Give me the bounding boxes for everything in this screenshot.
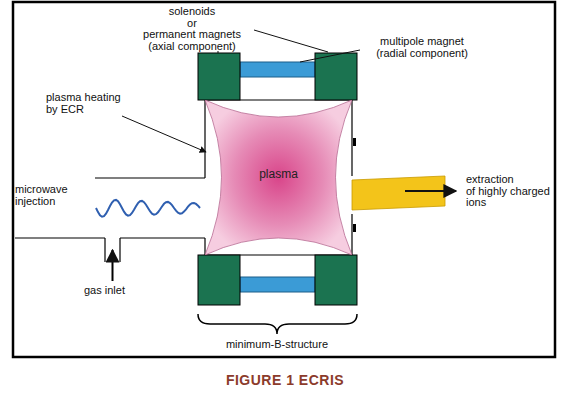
multipole-magnet <box>240 62 315 77</box>
gas-arrow <box>112 250 114 281</box>
solenoid-block <box>315 53 357 100</box>
multipole-magnet <box>240 277 315 292</box>
input-label: gas inlet <box>84 285 154 297</box>
solenoid-block <box>198 255 240 305</box>
input-label: microwave injection <box>15 184 95 207</box>
waveguide-wall <box>15 237 105 238</box>
ion-beam <box>352 176 445 210</box>
wall-mark <box>353 224 356 232</box>
frame <box>13 2 555 357</box>
waveguide-wall <box>120 237 205 238</box>
gas-pipe <box>119 238 120 262</box>
chamber-wall <box>351 214 352 255</box>
chamber-wall <box>204 100 205 178</box>
brace <box>198 314 357 334</box>
wall-mark <box>353 138 356 146</box>
solenoid-block <box>198 53 240 100</box>
gas-pipe <box>104 238 105 262</box>
leader-line <box>254 30 328 52</box>
plasma-label: plasma <box>205 167 352 181</box>
chamber-wall <box>351 100 352 176</box>
waveguide-wall <box>95 177 205 178</box>
leader-arrow <box>122 116 206 152</box>
magnet-label: multipole magnet (radial component) <box>362 36 482 59</box>
process-label: plasma heating by ECR <box>46 92 146 115</box>
chamber-wall <box>204 238 205 255</box>
microwave <box>96 200 200 217</box>
solenoid-block <box>315 255 357 305</box>
leader-line <box>300 50 360 62</box>
structure-label: minimum-B-structure <box>200 339 354 351</box>
output-label: extraction of highly charged ions <box>466 174 554 209</box>
magnet-label: solenoids or permanent magnets (axial co… <box>130 6 254 52</box>
beam-arrow <box>405 190 456 192</box>
plasma-region: plasma <box>205 100 352 255</box>
figure-caption: FIGURE 1 ECRIS <box>0 372 570 388</box>
